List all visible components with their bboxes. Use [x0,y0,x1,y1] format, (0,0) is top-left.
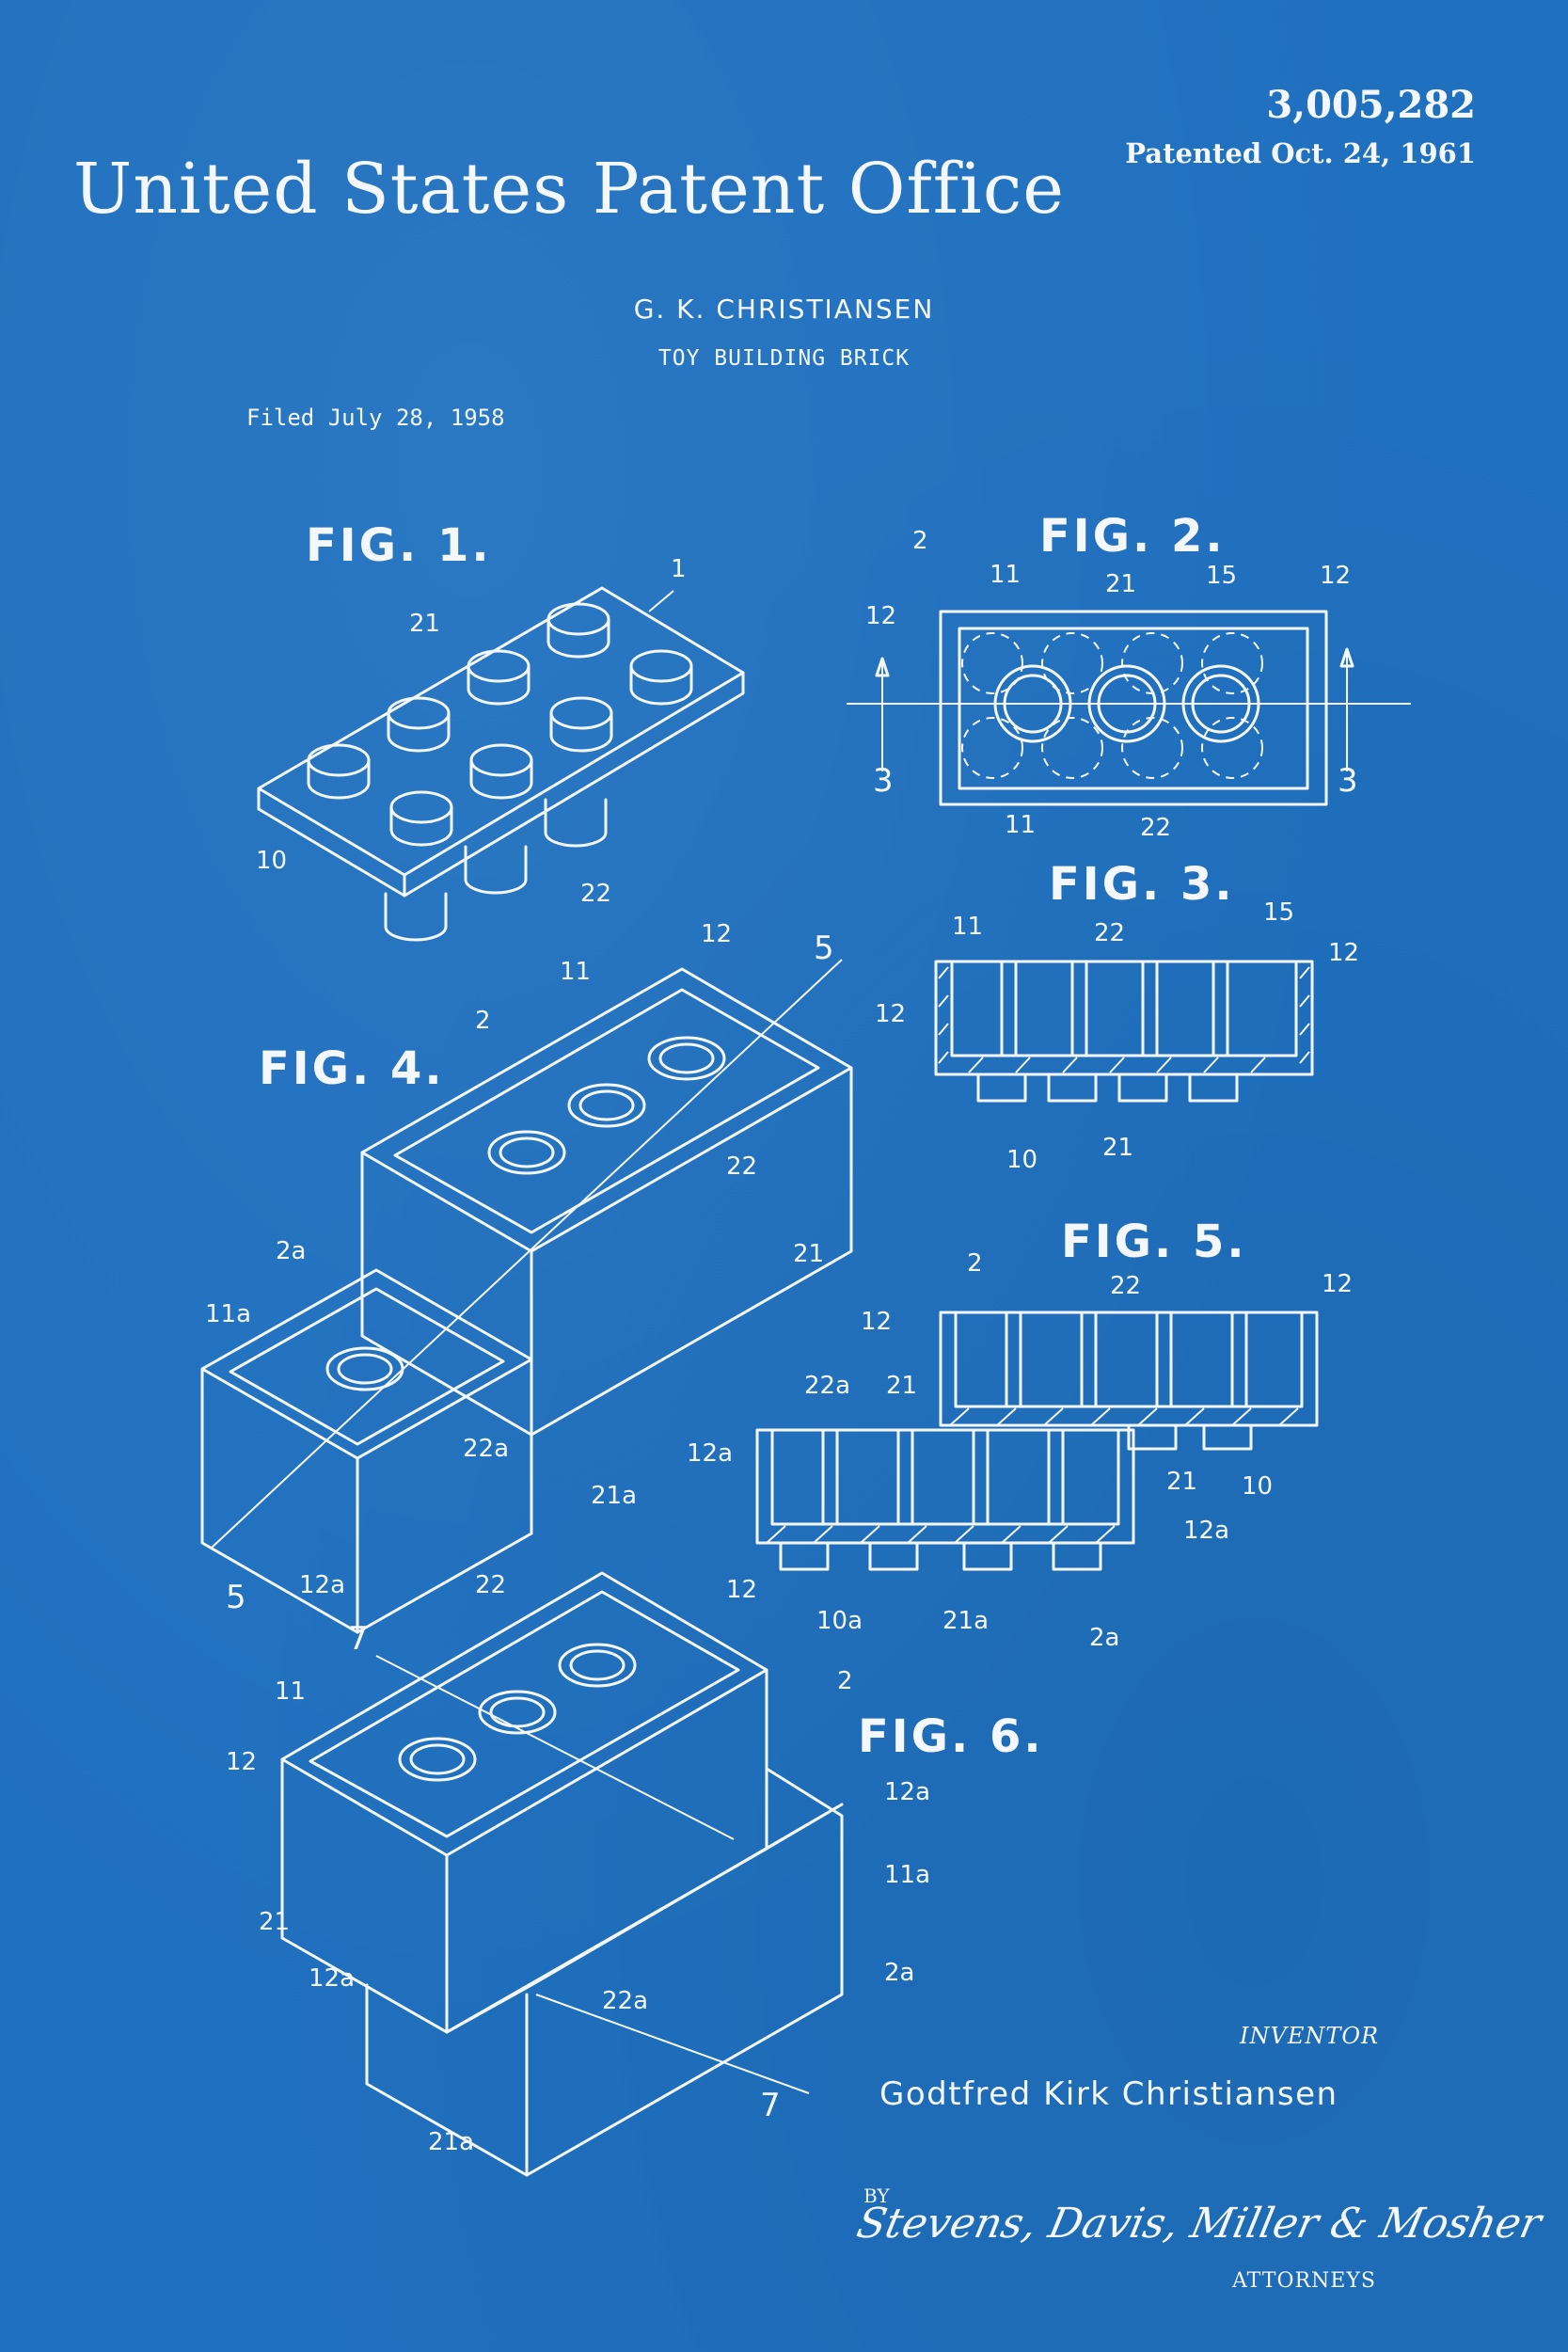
ref-label: 12 [226,1748,258,1776]
ref-label: 21a [591,1482,638,1510]
ref-label: 21 [886,1372,918,1400]
ref-label: 5 [814,930,834,967]
fig2-drawing [847,610,1411,806]
ref-label: 12a [687,1439,734,1468]
ref-label: 12 [726,1576,758,1604]
ref-label: 21 [409,610,441,638]
by-label: BY [863,2185,890,2207]
ref-label: 11 [275,1677,307,1706]
attorney-signature: Stevens, Davis, Miller & Mosher [852,2200,1546,2248]
patent-number: 3,005,282 [1266,83,1476,127]
ref-label: 1 [671,555,687,583]
ref-label: 22 [475,1571,507,1599]
ref-label: 22 [1110,1272,1142,1300]
fig3-drawing [934,960,1314,1103]
ref-label: 2a [884,1959,915,1987]
ref-label: 22a [804,1372,851,1400]
ref-label: 2 [475,1007,491,1035]
ref-label: 21 [1166,1468,1198,1496]
fig5-drawing [755,1311,1319,1571]
ref-label: 7 [348,1620,369,1658]
fig1-drawing [257,586,745,942]
ref-label: 22 [580,880,612,908]
ref-label: 12 [1320,562,1352,590]
ref-label: 21 [1105,570,1137,598]
fig5-title: FIG. 5. [1061,1216,1247,1268]
ref-label: 21 [259,1908,291,1936]
ref-label: 21a [428,2128,475,2156]
ref-label: 22a [602,1987,649,2015]
ref-label: 12 [865,602,897,630]
fig1-title: FIG. 1. [306,519,492,572]
ref-label: 10 [1006,1146,1038,1174]
ref-label: 11a [205,1300,252,1328]
ref-label: 21a [942,1607,990,1635]
fig4-title: FIG. 4. [259,1042,445,1095]
ref-label: 2 [967,1249,983,1278]
ref-label: 11a [884,1861,931,1889]
ref-label: 12 [861,1308,893,1336]
ref-label: 2 [912,527,928,555]
ref-label: 2a [1089,1624,1120,1652]
ref-label: 22 [726,1152,758,1181]
office-title: United States Patent Office [73,149,1066,230]
inventor-label: INVENTOR [1240,2023,1380,2049]
fig2-title: FIG. 2. [1039,510,1226,563]
ref-label: 15 [1263,898,1295,927]
ref-label: 21 [1102,1134,1134,1162]
ref-label: 11 [560,958,592,986]
ref-label: 11 [1005,811,1037,839]
fig6-title: FIG. 6. [858,1710,1044,1763]
ref-label: 21 [793,1240,825,1268]
ref-label: 10 [256,847,288,875]
ref-label: 10a [816,1607,863,1635]
ref-label: 2a [276,1237,307,1265]
invention-title: TOY BUILDING BRICK [657,346,911,371]
inventor-name: Godtfred Kirk Christiansen [879,2075,1338,2113]
ref-label: 3 [1338,762,1358,800]
ref-label: 10 [1242,1472,1274,1501]
ref-label: 12 [701,920,733,948]
inventor-header: G. K. CHRISTIANSEN [633,294,935,325]
ref-label: 3 [873,762,894,800]
fig3-title: FIG. 3. [1049,858,1235,911]
ref-label: 22 [1140,814,1172,842]
fig6-drawing [280,1571,844,2177]
ref-label: 12 [875,1000,907,1028]
ref-label: 22 [1094,919,1126,947]
filed-date: Filed July 28, 1958 [246,405,505,431]
ref-label: 15 [1206,562,1238,590]
ref-label: 12a [299,1571,346,1599]
ref-label: 7 [760,2087,781,2124]
ref-label: 5 [226,1579,246,1616]
ref-label: 2 [837,1667,853,1695]
ref-label: 11 [990,561,1022,589]
fig4-drawing [200,959,853,1634]
ref-label: 12a [1183,1517,1230,1545]
ref-label: 12a [309,1964,356,1993]
attorneys-label: ATTORNEYS [1232,2269,1376,2293]
ref-label: 22a [463,1435,510,1463]
ref-label: 12a [884,1778,931,1806]
ref-label: 12 [1328,939,1360,967]
patent-date: Patented Oct. 24, 1961 [1125,137,1476,169]
ref-label: 12 [1322,1270,1354,1298]
ref-label: 11 [952,913,984,941]
